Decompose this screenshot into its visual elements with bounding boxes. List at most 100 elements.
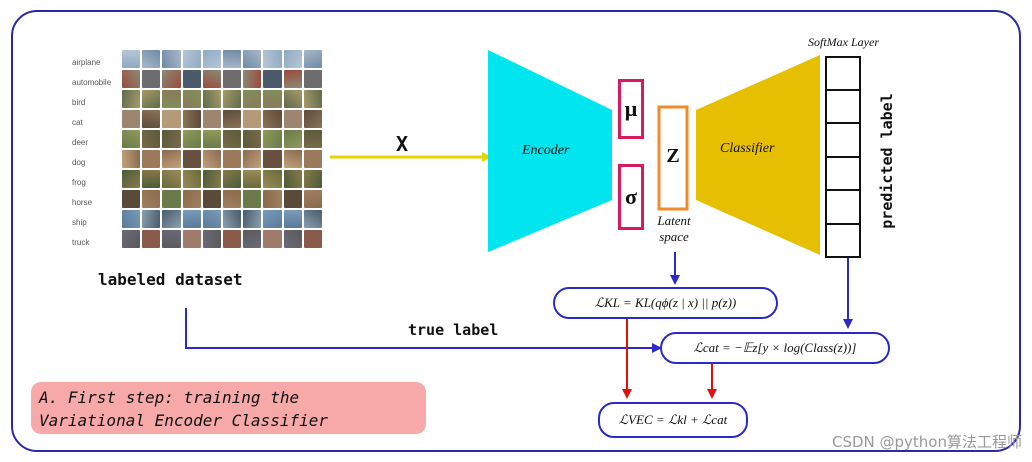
dataset-thumbnail [223,210,242,228]
class-label: automobile [72,78,112,87]
classifier-shape [696,55,820,255]
dataset-thumbnail [122,150,141,168]
dataset-image-grid [122,50,322,248]
dataset-thumbnail [142,150,161,168]
dataset-thumbnail [182,150,201,168]
cat-loss-formula: ℒcat = −𝔼z[y × log(Class(z))] [693,340,857,355]
sigma-symbol: σ [625,184,637,209]
dataset-thumbnail [243,90,262,108]
dataset-thumbnail [283,170,302,188]
dataset-thumbnail [162,90,181,108]
class-label: dog [72,158,86,167]
dataset-thumbnail [142,110,161,128]
sigma-box: σ [618,164,644,230]
dataset-thumbnail [243,230,262,248]
encoder-shape [488,50,612,252]
dataset-thumbnail [162,170,181,188]
dataset-thumbnail [182,230,201,248]
dataset-thumbnail [122,170,141,188]
class-label: horse [72,198,93,207]
dataset-thumbnail [122,110,141,128]
cat-loss-box: ℒcat = −𝔼z[y × log(Class(z))] [660,332,890,364]
dataset-thumbnail [142,230,161,248]
dataset-thumbnail [162,190,181,208]
dataset-thumbnail [122,70,141,88]
class-label: bird [72,98,86,107]
true-label: true label [408,321,499,339]
dataset-thumbnail [162,130,181,148]
dataset-thumbnail [223,170,242,188]
dataset-thumbnail [263,90,282,108]
kl-loss-formula: ℒKL = KL(qϕ(z | x) || p(z)) [594,295,737,310]
dataset-thumbnail [142,190,161,208]
dataset-thumbnail [142,210,161,228]
kl-loss-box: ℒKL = KL(qϕ(z | x) || p(z)) [553,287,778,319]
vec-loss-formula: ℒVEC = ℒkl + ℒcat [618,412,728,427]
dataset-thumbnail [303,90,322,108]
dataset-thumbnail [223,190,242,208]
dataset-thumbnail [162,230,181,248]
dataset-thumbnail [202,110,221,128]
predicted-label: predicted label [878,93,896,229]
dataset-thumbnail [283,210,302,228]
dataset-thumbnail [303,170,322,188]
dataset-thumbnail [223,50,242,68]
class-label: airplane [72,58,101,67]
step-caption-line2: Variational Encoder Classifier [39,411,328,430]
latent-space-label: Latent space [648,213,700,245]
class-label: truck [72,238,90,247]
dataset-thumbnail [283,110,302,128]
dataset-thumbnail [243,170,262,188]
dataset-thumbnail [182,170,201,188]
dataset-thumbnail [202,50,221,68]
z-box [657,105,689,211]
dataset-thumbnail [263,210,282,228]
dataset-thumbnail [303,190,322,208]
dataset-thumbnail [202,130,221,148]
dataset-thumbnail [243,70,262,88]
dataset-thumbnail [263,230,282,248]
dataset-thumbnail [283,190,302,208]
dataset-thumbnail [122,90,141,108]
softmax-layer [825,56,861,258]
dataset-thumbnail [202,70,221,88]
vec-loss-box: ℒVEC = ℒkl + ℒcat [598,402,748,438]
dataset-thumbnail [243,190,262,208]
dataset-thumbnail [283,150,302,168]
dataset-caption: labeled dataset [98,270,243,289]
dataset-thumbnail [223,90,242,108]
dataset-thumbnail [202,210,221,228]
watermark: CSDN @python算法工程师 [831,433,1022,451]
dataset-thumbnail [122,50,141,68]
step-caption: A. First step: training the Variational … [31,382,426,434]
dataset-thumbnail [162,210,181,228]
class-label: deer [72,138,89,147]
dataset-thumbnail [303,110,322,128]
dataset-thumbnail [243,50,262,68]
dataset-thumbnail [122,230,141,248]
dataset-thumbnail [263,190,282,208]
dataset-thumbnail [182,210,201,228]
dataset-thumbnail [122,190,141,208]
dataset-thumbnail [142,90,161,108]
dataset-thumbnail [263,150,282,168]
dataset-thumbnail [303,70,322,88]
dataset-thumbnail [122,210,141,228]
dataset-thumbnail [142,70,161,88]
dataset-thumbnail [182,70,201,88]
dataset-thumbnail [303,150,322,168]
dataset-thumbnail [263,50,282,68]
z-label: Z [666,145,680,167]
dataset-thumbnail [142,50,161,68]
dataset-thumbnail [283,90,302,108]
classifier-label: Classifier [720,141,775,156]
dataset-thumbnail [202,90,221,108]
true-label-arrow [185,308,662,353]
step-caption-line1: A. First step: training the [39,388,300,407]
dataset-thumbnail [162,110,181,128]
dataset-thumbnail [202,230,221,248]
dataset-thumbnail [122,130,141,148]
dataset-thumbnail [263,170,282,188]
dataset-thumbnail [263,130,282,148]
